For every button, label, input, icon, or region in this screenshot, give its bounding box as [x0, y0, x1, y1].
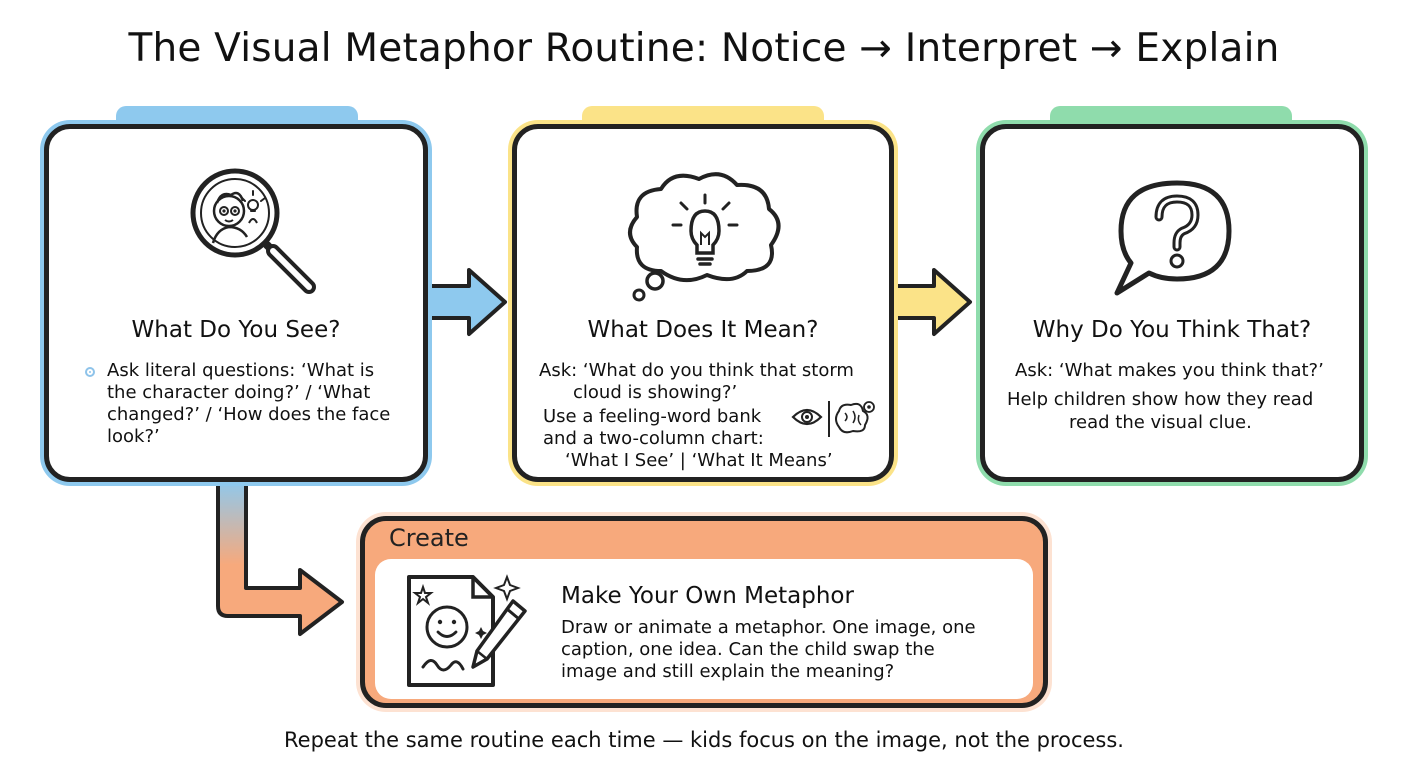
- card-see-bullet: [85, 367, 95, 377]
- arrow-see-to-mean: [425, 268, 507, 336]
- thought-bubble-lightbulb-icon: [621, 167, 791, 311]
- drawing-pencil-icon: [403, 571, 533, 693]
- footer-note: Repeat the same routine each time — kids…: [284, 728, 1124, 752]
- card-mean-line4: and a two-column chart:: [543, 428, 764, 449]
- page-title: The Visual Metaphor Routine: Notice → In…: [128, 26, 1280, 71]
- speech-bubble-question-icon: [1111, 179, 1241, 303]
- create-line1: Draw or animate a metaphor. One image, o…: [561, 617, 976, 638]
- arrow-mean-to-why: [890, 268, 972, 336]
- card-why-line2: Help children show how they read: [1007, 389, 1314, 410]
- create-heading: Make Your Own Metaphor: [561, 583, 854, 609]
- eye-brain-chart-icon: [791, 397, 877, 445]
- card-what-does-it-mean: What Does It Mean? Ask: ‘What do you thi…: [512, 124, 894, 482]
- create-line2: caption, one idea. Can the child swap th…: [561, 639, 935, 660]
- card-mean-line5: ‘What I See’ | ‘What It Means’: [565, 450, 833, 471]
- card-mean-line3: Use a feeling-word bank: [543, 406, 762, 427]
- create-label: Create: [389, 524, 469, 552]
- arrow-see-to-create: [216, 478, 344, 636]
- card-why-heading: Why Do You Think That?: [1032, 317, 1312, 343]
- magnifying-glass-icon: [187, 165, 323, 305]
- card-why-line1: Ask: ‘What makes you think that?’: [1015, 360, 1324, 381]
- card-see-heading: What Do You See?: [131, 317, 341, 343]
- create-line3: image and still explain the meaning?: [561, 661, 895, 682]
- card-why-do-you-think: Why Do You Think That? Ask: ‘What makes …: [980, 124, 1364, 482]
- card-see-body: Ask literal questions: ‘What is the char…: [107, 360, 391, 447]
- card-mean-heading: What Does It Mean?: [587, 317, 819, 343]
- card-create: Create Make Your Own Metaphor Draw or an…: [360, 516, 1048, 708]
- card-why-line3: read the visual clue.: [1069, 412, 1252, 433]
- card-mean-line2: cloud is showing?’: [573, 382, 738, 403]
- card-mean-line1: Ask: ‘What do you think that storm: [539, 360, 854, 381]
- card-what-do-you-see: What Do You See? Ask literal questions: …: [44, 124, 428, 482]
- create-inner-panel: Make Your Own Metaphor Draw or animate a…: [375, 559, 1033, 699]
